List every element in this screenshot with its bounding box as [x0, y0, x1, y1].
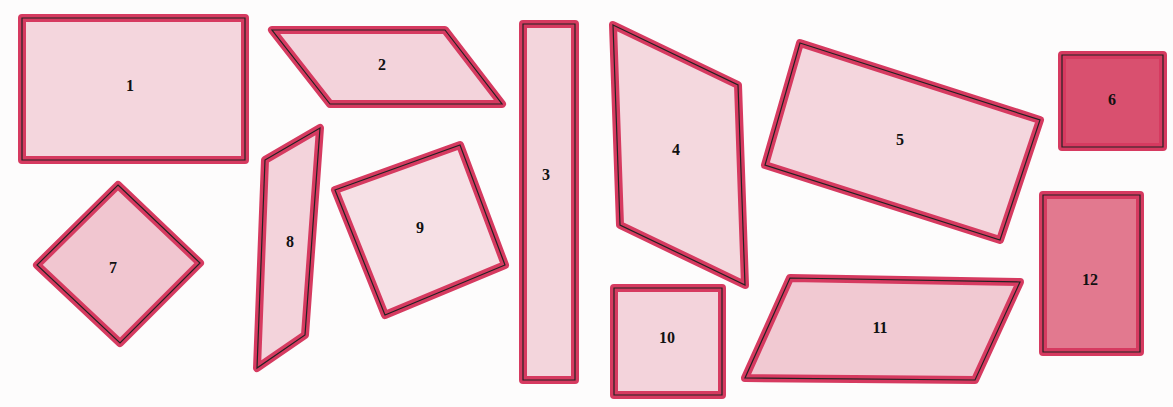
- shape-number: 3: [542, 167, 550, 183]
- shape-node: 12: [1043, 195, 1140, 352]
- shape-fill: [22, 18, 245, 160]
- shape-fill: [765, 43, 1040, 240]
- shape-edge: [257, 128, 320, 368]
- shape-edge: [614, 288, 722, 395]
- shape-edge: [335, 145, 505, 315]
- shape-outline: [37, 185, 200, 343]
- shape-node: 7: [37, 185, 200, 343]
- shape-number: 2: [378, 57, 386, 73]
- shape-edge: [1062, 55, 1163, 147]
- shape-fill: [272, 30, 502, 104]
- shape-number: 4: [672, 142, 680, 158]
- shape-node: 5: [765, 43, 1040, 240]
- shape-outline: [523, 24, 575, 380]
- shape-number: 12: [1082, 272, 1098, 288]
- shape-number: 10: [659, 330, 675, 346]
- shape-node: 4: [613, 25, 745, 285]
- shape-number: 1: [126, 78, 134, 94]
- shape-edge: [1043, 195, 1140, 352]
- shape-number: 5: [896, 132, 904, 148]
- shape-fill: [1062, 55, 1163, 147]
- shape-fill: [745, 278, 1020, 380]
- shape-fill: [37, 185, 200, 343]
- shape-node: 1: [22, 18, 245, 160]
- shape-number: 8: [286, 234, 294, 250]
- shape-fill: [523, 24, 575, 380]
- shape-node: 6: [1062, 55, 1163, 147]
- shape-fill: [614, 288, 722, 395]
- shape-edge: [613, 25, 745, 285]
- shape-number: 7: [109, 260, 117, 276]
- shape-node: 10: [614, 288, 722, 395]
- shape-fill: [257, 128, 320, 368]
- shape-edge: [765, 43, 1040, 240]
- shape-edge: [37, 185, 200, 343]
- shape-node: 2: [272, 30, 502, 104]
- shape-edge: [745, 278, 1020, 380]
- shape-number: 9: [416, 220, 424, 236]
- shape-outline: [272, 30, 502, 104]
- shape-node: 11: [745, 278, 1020, 380]
- shape-number: 6: [1108, 92, 1116, 108]
- shape-number: 11: [872, 320, 887, 336]
- shape-edge: [272, 30, 502, 104]
- shape-node: 3: [523, 24, 575, 380]
- shape-node: 8: [257, 128, 320, 368]
- shape-edge: [523, 24, 575, 380]
- shape-edge: [22, 18, 245, 160]
- shape-fill: [613, 25, 745, 285]
- shape-node: 9: [335, 145, 505, 315]
- shape-fill: [1043, 195, 1140, 352]
- shape-fill: [335, 145, 505, 315]
